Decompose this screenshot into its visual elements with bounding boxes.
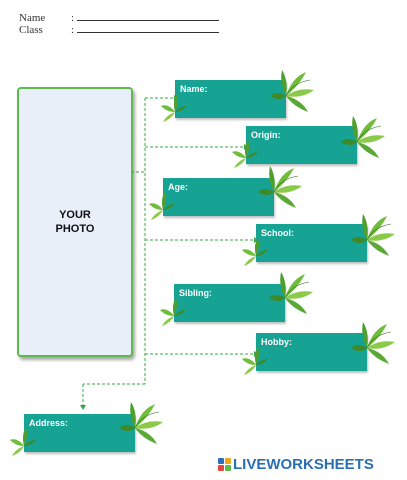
photo-placeholder[interactable]: YOUR PHOTO [17, 87, 133, 357]
age-field-label: Age: [168, 182, 188, 192]
name-blank-line[interactable] [77, 11, 219, 21]
name-field-label: Name: [180, 84, 208, 94]
name-label: Name [19, 12, 46, 24]
address-field[interactable]: Address: [24, 414, 135, 452]
class-colon: : [71, 24, 75, 36]
liveworksheets-brand[interactable]: LIVEWORKSHEETS [218, 455, 374, 473]
arrow-address [80, 405, 86, 410]
photo-placeholder-text: YOUR PHOTO [55, 209, 95, 235]
sibling-field-label: Sibling: [179, 288, 212, 298]
liveworksheets-text: LIVEWORKSHEETS [233, 455, 374, 473]
class-label: Class [19, 24, 43, 36]
name-row: Name: [19, 11, 219, 24]
hobby-field[interactable]: Hobby: [256, 333, 367, 371]
hobby-field-label: Hobby: [261, 337, 292, 347]
origin-field-label: Origin: [251, 130, 281, 140]
class-row: Class: [19, 23, 219, 36]
origin-field[interactable]: Origin: [246, 126, 357, 164]
sibling-field[interactable]: Sibling: [174, 284, 285, 322]
age-field[interactable]: Age: [163, 178, 274, 216]
school-field-label: School: [261, 228, 294, 238]
class-blank-line[interactable] [77, 23, 219, 33]
liveworksheets-logo-icon [218, 457, 231, 471]
name-colon: : [71, 12, 75, 24]
name-field[interactable]: Name: [175, 80, 286, 118]
address-field-label: Address: [29, 418, 69, 428]
school-field[interactable]: School: [256, 224, 367, 262]
